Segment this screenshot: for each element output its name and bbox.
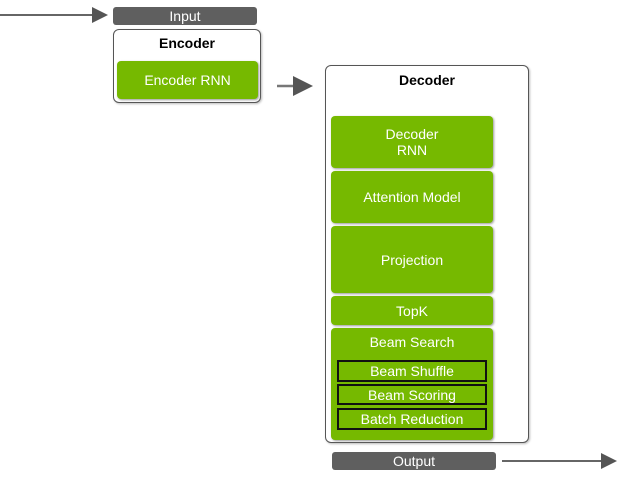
- decoder-rnn-block: Decoder RNN: [331, 116, 493, 168]
- topk-block: TopK: [331, 296, 493, 325]
- batch-reduction-block: Batch Reduction: [337, 408, 487, 430]
- attention-model-block: Attention Model: [331, 171, 493, 223]
- output-label: Output: [332, 452, 496, 470]
- beam-shuffle-block: Beam Shuffle: [337, 360, 487, 382]
- encoder-rnn-block: Encoder RNN: [117, 61, 258, 99]
- encoder-title: Encoder: [158, 35, 215, 51]
- beam-search-label: Beam Search: [369, 334, 455, 350]
- beam-scoring-block: Beam Scoring: [337, 384, 487, 405]
- projection-block: Projection: [331, 226, 493, 293]
- input-label: Input: [113, 7, 257, 25]
- decoder-title: Decoder: [398, 72, 456, 88]
